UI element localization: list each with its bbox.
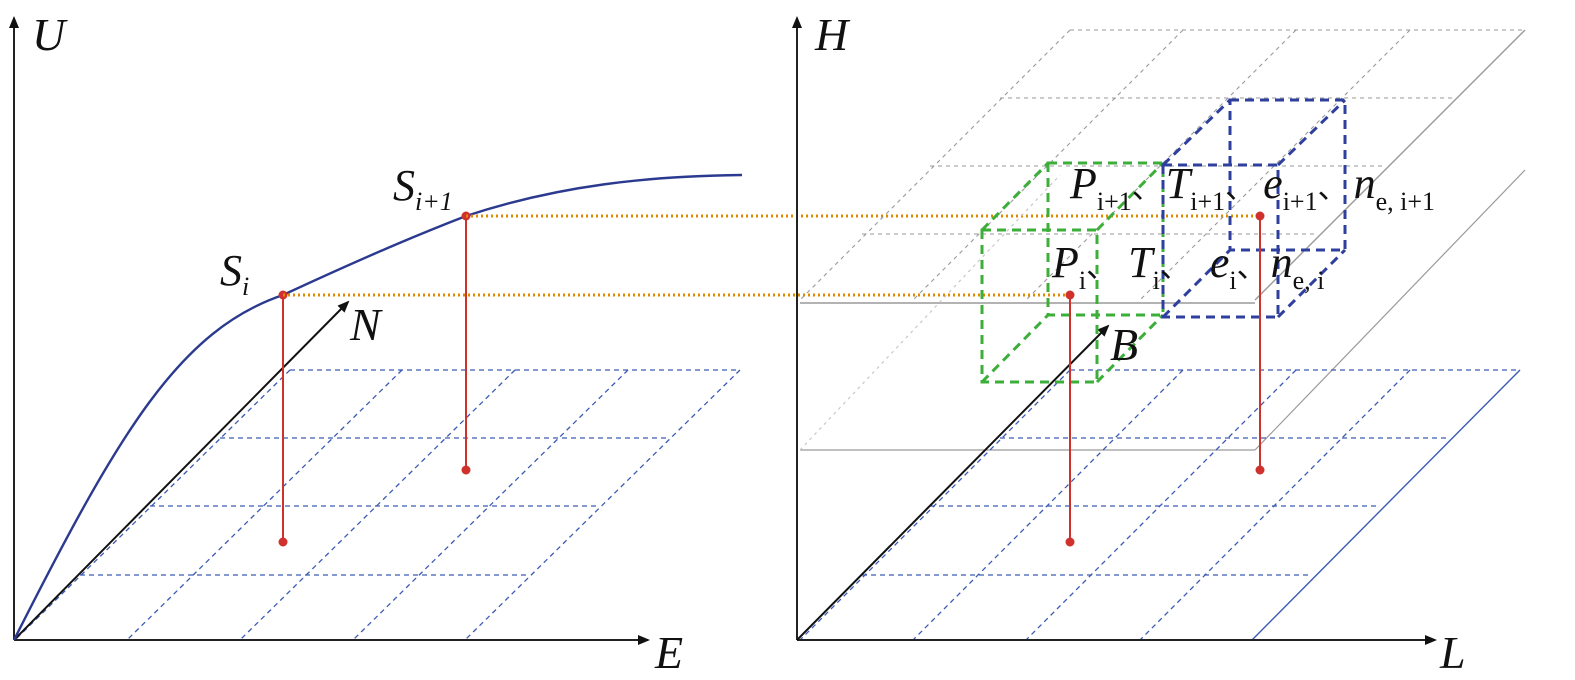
si-label: Si [220,246,249,301]
si1-base-point [461,465,471,475]
si1-label: Si+1 [393,161,453,216]
left-grid-plane [14,369,741,641]
n-axis [13,300,350,641]
e-axis-label: E [654,627,683,675]
state-row-upper: Pi+1、Ti+1、ei+1、ne, i+1 [1069,159,1435,216]
u-axis-label: U [32,9,68,60]
n-axis-label: N [349,299,383,350]
right-panel: H L B Pi+1、Ti+1、ei+1、ne, i+1 Pi、Ti、ei、ne… [792,9,1526,678]
blue-cube [1161,98,1347,319]
blue-plane-edge [1251,369,1521,641]
gray-grid-plane [799,29,1525,301]
pi-top-point [1065,290,1075,300]
gray-plane-edge [1254,29,1526,301]
pi1-top-point [1255,211,1265,221]
b-axis-label: B [1110,319,1138,370]
state-row-lower: Pi、Ti、ei、ne, i [1051,238,1324,295]
middle-gray-plane [799,169,1526,451]
blue-grid-plane [799,369,1520,641]
b-axis [796,324,1110,641]
si-base-point [278,537,288,547]
left-panel: U E N Si Si+1 [9,9,743,678]
u-e-curve [12,173,743,641]
pi1-base-point [1255,465,1265,475]
h-axis-label: H [814,9,851,60]
dotted-links [283,214,1260,297]
green-cube [980,161,1165,384]
l-axis-label: L [1439,627,1466,675]
pi-base-point [1065,537,1075,547]
